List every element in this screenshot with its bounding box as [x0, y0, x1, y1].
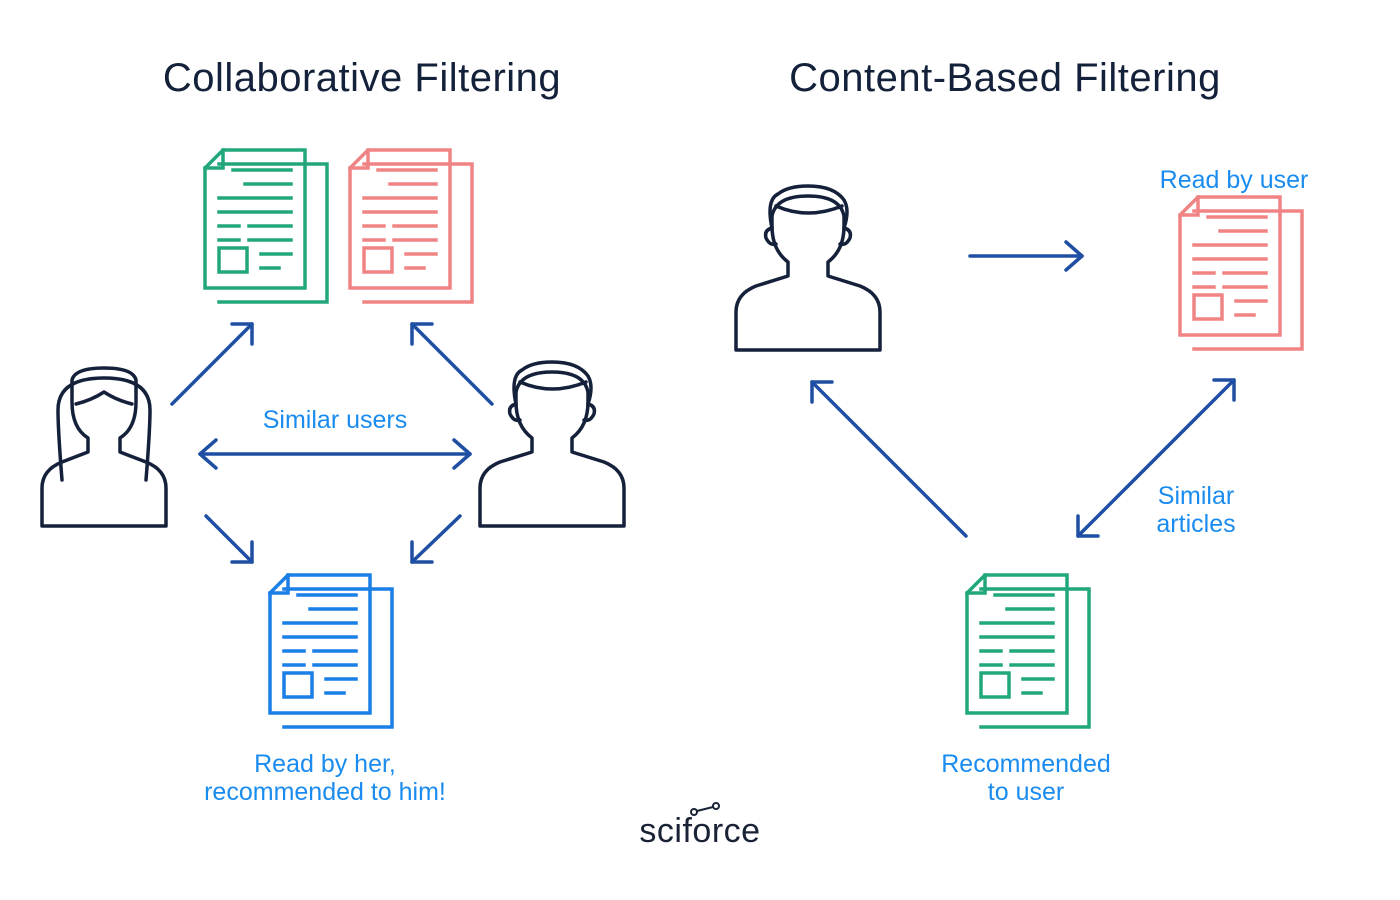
content-based-filtering-title: Content-Based Filtering — [789, 56, 1221, 100]
arrow-icon — [198, 438, 472, 470]
arrow-icon — [204, 514, 254, 564]
logo-dots-icon — [690, 802, 720, 816]
similar-articles-line2: articles — [1156, 510, 1236, 538]
sciforce-logo: sciforce — [639, 812, 761, 850]
collaborative-filtering-title: Collaborative Filtering — [162, 56, 562, 100]
recommendation-label: Read by her, recommended to him! — [204, 750, 446, 806]
recommended-to-user-line1: Recommended — [941, 750, 1111, 778]
man-user-icon — [478, 360, 626, 528]
recommended-to-user-line2: to user — [987, 778, 1065, 806]
similar-users-label: Similar users — [262, 406, 408, 434]
recommended-to-user-label: Recommended to user — [941, 750, 1111, 806]
arrow-icon — [968, 240, 1084, 272]
recommendation-label-line2: recommended to him! — [204, 778, 446, 806]
man-user-icon — [734, 184, 882, 352]
arrow-icon — [1076, 378, 1236, 538]
arrow-icon — [170, 322, 254, 406]
arrow-icon — [410, 322, 494, 406]
recommendation-label-line1: Read by her, — [254, 750, 396, 778]
woman-user-icon — [40, 366, 168, 528]
similar-articles-line1: Similar — [1157, 482, 1235, 510]
similar-articles-label: Similar articles — [1156, 482, 1235, 538]
arrow-icon — [810, 380, 968, 538]
read-by-user-label: Read by user — [1159, 166, 1309, 194]
arrow-icon — [410, 514, 462, 564]
